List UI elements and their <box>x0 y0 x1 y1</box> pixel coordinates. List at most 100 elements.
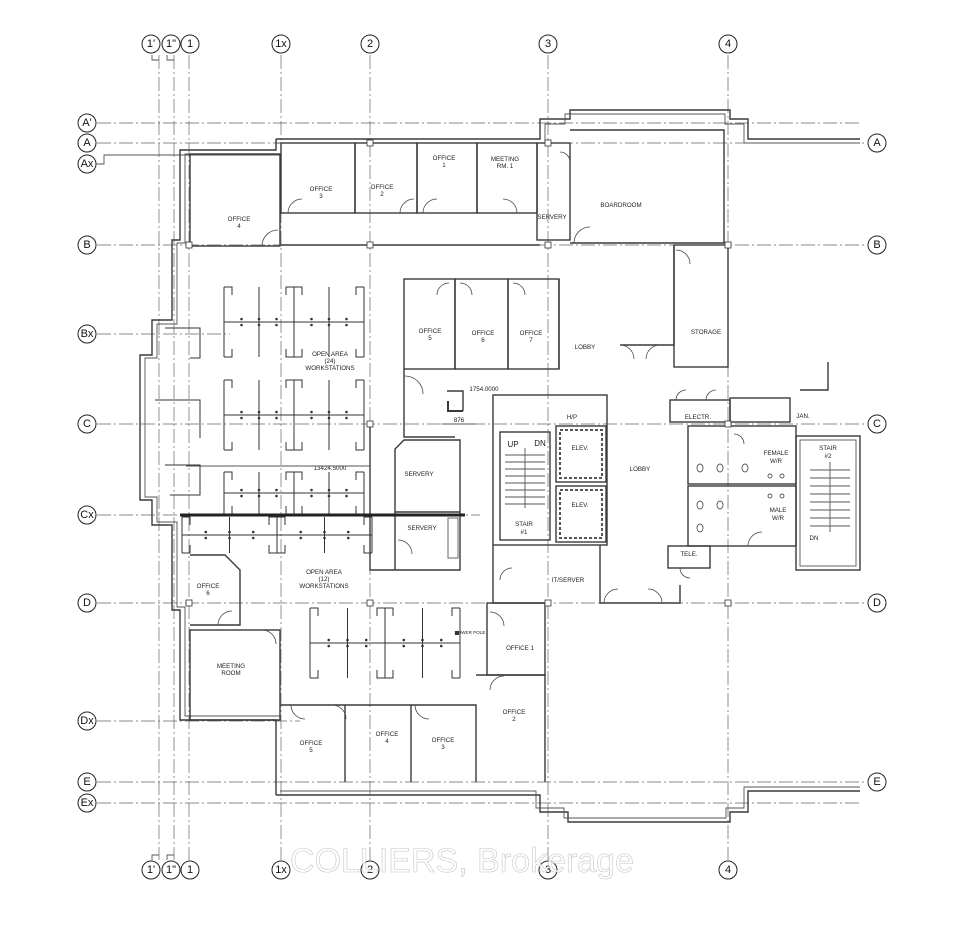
washrooms: ELECTR. JAN. FEMALE W/R MALE W/R TELE. <box>667 389 861 579</box>
room-label-tele: TELE. <box>680 551 697 558</box>
label-text: C <box>873 418 881 430</box>
label-text: 1 <box>442 162 446 169</box>
dimension-13424: 13424.5000 <box>314 465 347 472</box>
grid-bubble-right-B: B <box>867 235 887 255</box>
room-label-servery-top: SERVERY <box>537 214 566 221</box>
label-text: 6 <box>206 590 210 597</box>
room-label-office-4: OFFICE <box>228 216 251 223</box>
stair-dn-label: DN <box>534 439 546 448</box>
grid-bubble-left-C: C <box>77 414 97 434</box>
grid-bubble-left-Aprime: A' <box>77 113 97 133</box>
workstation-cluster <box>223 471 295 515</box>
room-label-office-1: OFFICE <box>433 155 456 162</box>
label-text: A <box>873 137 881 149</box>
label-text: C <box>83 418 91 430</box>
stair-up-label: UP <box>507 440 518 449</box>
exterior-walls <box>139 109 860 823</box>
grid-bubble-bottom-3: 3 <box>538 860 558 880</box>
open-area-24: OPEN AREA (24) WORKSTATIONS 13424.5000 <box>155 286 465 517</box>
room-label-office-2: OFFICE <box>371 184 394 191</box>
workstation-cluster <box>384 607 461 679</box>
label-text: 4 <box>725 38 731 50</box>
grid-bubbles-bottom: 1' 1" 1 1x 2 3 4 <box>141 860 738 880</box>
grid-bubble-right-E: E <box>867 772 887 792</box>
label-text: E <box>873 776 880 788</box>
workstation-cluster <box>293 471 365 515</box>
room-label-meeting-room: MEETING <box>217 663 245 670</box>
room-label-open-area-12: OPEN AREA <box>306 569 343 576</box>
room-label-office-5-mid: OFFICE <box>419 328 442 335</box>
label-text: D <box>83 597 91 609</box>
grid-bubbles-top: 1' 1" 1 1x 2 3 4 <box>141 34 738 54</box>
grid-bubble-right-A: A <box>867 133 887 153</box>
room-label-male-wr: MALE <box>770 507 787 514</box>
grid-bubble-left-A: A <box>77 133 97 153</box>
label-text: 2 <box>380 191 384 198</box>
label-text: #1 <box>521 529 528 536</box>
label-text: 1x <box>275 864 287 876</box>
grid-bubble-right-D: D <box>867 593 887 613</box>
room-label-it-server: IT/SERVER <box>552 577 585 584</box>
label-text: 1" <box>166 38 176 50</box>
label-text: Ex <box>81 797 94 809</box>
label-text: 4 <box>237 223 241 230</box>
label-text: 2 <box>512 716 516 723</box>
room-label-female-wr: FEMALE <box>764 450 789 457</box>
workstation-cluster <box>309 607 386 679</box>
label-text: D <box>873 597 881 609</box>
stair-1-treads <box>505 448 545 508</box>
grid-bubble-left-Bx: Bx <box>77 324 97 344</box>
label-text: 2 <box>367 38 373 50</box>
grid-bubble-bottom-2: 2 <box>360 860 380 880</box>
room-label-elev-1: ELEV. <box>572 445 589 452</box>
grid-bubble-top-1x: 1x <box>271 34 291 54</box>
watermark-text: COLLIERS, Brokerage <box>290 842 634 880</box>
label-text: E <box>83 776 90 788</box>
label-text: 7 <box>529 337 533 344</box>
label-text: Dx <box>80 715 94 727</box>
label-text: 5 <box>428 335 432 342</box>
grid-bubble-left-Ax: Ax <box>77 154 97 174</box>
workstation-clusters-12 <box>181 516 461 679</box>
workstation-clusters-24 <box>223 286 365 515</box>
grid-lines <box>97 55 865 860</box>
grid-bubble-left-E: E <box>77 772 97 792</box>
label-text: A <box>83 137 91 149</box>
room-label-boardroom: BOARDROOM <box>600 202 641 209</box>
label-text: Ax <box>81 158 94 170</box>
label-text: 1 <box>187 864 193 876</box>
workstation-cluster <box>181 516 278 554</box>
room-label-electr: ELECTR. <box>685 414 711 421</box>
label-text: 1' <box>147 38 155 50</box>
grid-bubble-top-1dbl: 1" <box>161 34 181 54</box>
room-label-storage: STORAGE <box>691 329 721 336</box>
label-text: 3 <box>545 38 551 50</box>
power-pole-label: POWER POLE <box>455 630 486 635</box>
label-text: 1" <box>166 864 176 876</box>
room-label-stair-1: STAIR <box>515 521 533 528</box>
grid-bubble-top-3: 3 <box>538 34 558 54</box>
room-label-office-6-lower: OFFICE <box>197 583 220 590</box>
label-text: 4 <box>725 864 731 876</box>
label-text: W/R <box>770 458 783 465</box>
label-text: 1 <box>187 38 193 50</box>
label-text: Cx <box>80 509 94 521</box>
lower-rooms: OFFICE 6 MEETING ROOM OFFICE 5 OFFICE 4 … <box>189 545 585 782</box>
label-text: 2 <box>367 864 373 876</box>
room-label-office-7-mid: OFFICE <box>520 330 543 337</box>
open-area-12: OPEN AREA (12) WORKSTATIONS POWER POLE <box>181 516 486 679</box>
label-text: 5 <box>309 747 313 754</box>
workstation-cluster <box>293 379 365 451</box>
room-label-open-area-24: OPEN AREA <box>312 351 349 358</box>
columns <box>185 139 732 607</box>
room-label-office-3-lower: OFFICE <box>432 737 455 744</box>
room-label-servery-mid: SERVERY <box>404 471 433 478</box>
label-text: 3 <box>545 864 551 876</box>
room-label-meeting-rm-1: MEETING <box>491 156 519 163</box>
grid-bubble-bottom-4: 4 <box>718 860 738 880</box>
label-text: A' <box>82 117 91 129</box>
grid-bubbles-right: A B C D E <box>867 133 887 792</box>
label-text: RM. 1 <box>497 163 514 170</box>
workstation-cluster <box>223 379 295 451</box>
room-label-office-5-lower: OFFICE <box>300 740 323 747</box>
